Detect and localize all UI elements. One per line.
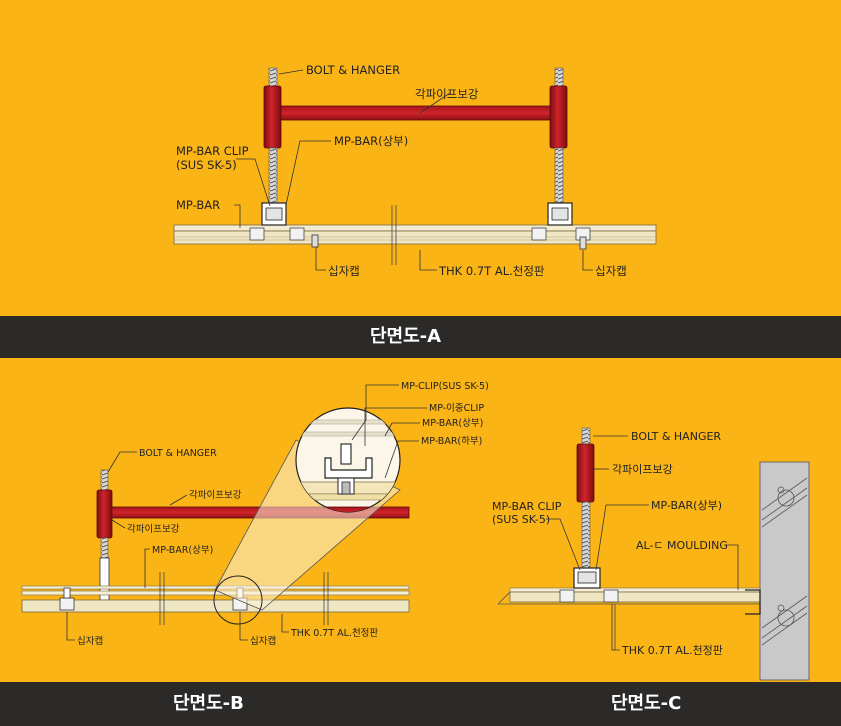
section-c-panel [509, 591, 761, 603]
section-b-label-pipe-top: 각파이프보강 [189, 489, 242, 501]
section-c-title: 단면도-C [611, 693, 682, 714]
section-a-label-bolt-hanger: BOLT & HANGER [306, 63, 400, 77]
section-a-label-panel: THK 0.7T AL.천정판 [438, 264, 545, 278]
section-c-label-bolt-hanger: BOLT & HANGER [631, 430, 721, 443]
section-c-label-panel: THK 0.7T AL.천정판 [621, 643, 723, 657]
section-c-wall [759, 461, 810, 681]
section-b-label-panel: THK 0.7T AL.천정판 [290, 628, 378, 639]
section-bc-title-band: 단면도-B 단면도-C [0, 682, 841, 726]
section-a-hanger-left [249, 67, 305, 241]
section-c-label-mpbar-upper: MP-BAR(상부) [651, 499, 722, 512]
section-b-label-mpbar-lower-detail: MP-BAR(하부) [421, 435, 482, 447]
section-a-pipe [280, 105, 551, 121]
section-a-title-band: 단면도-A [0, 316, 841, 358]
section-b-title: 단면도-B [173, 693, 244, 714]
section-a-label-clip: MP-BAR CLIP [176, 144, 249, 158]
section-c-label-clip: MP-BAR CLIP [492, 500, 562, 513]
section-a-label-cross-cap-left: 십자캡 [328, 264, 360, 278]
section-b-label-cross-cap-left: 십자캡 [77, 635, 103, 647]
section-b-label-bolt-hanger: BOLT & HANGER [139, 448, 217, 459]
section-b-label-mp-double-clip: MP-이중CLIP [429, 403, 484, 414]
section-c-label-pipe: 각파이프보강 [612, 463, 673, 476]
section-a-hanger-right [531, 67, 591, 241]
section-c-label-clip-spec: (SUS SK-5) [492, 513, 550, 526]
section-a-drawing: BOLT & HANGER 각파이프보강 MP-BAR CLIP (SUS SK… [173, 63, 657, 278]
section-c-label-moulding: AL-ㄷ MOULDING [636, 539, 728, 552]
section-b-panel [21, 599, 410, 613]
section-b-drawing: MP-CLIP(SUS SK-5) MP-이중CLIP MP-BAR(상부) M… [21, 381, 489, 647]
section-a-label-mpbar-upper: MP-BAR(상부) [334, 134, 408, 148]
section-b-label-cross-cap-right: 십자캡 [250, 635, 276, 647]
section-b-label-mpbar-upper: MP-BAR(상부) [152, 545, 213, 556]
section-a-label-clip-spec: (SUS SK-5) [176, 158, 237, 172]
section-a-title: 단면도-A [370, 326, 442, 347]
section-b-label-pipe-side: 각파이프보강 [127, 523, 180, 535]
section-a-label-pipe: 각파이프보강 [415, 87, 479, 101]
section-a-label-cross-cap-right: 십자캡 [595, 264, 627, 278]
section-b-label-mp-clip: MP-CLIP(SUS SK-5) [401, 381, 489, 392]
section-a-label-mpbar: MP-BAR [176, 198, 220, 212]
section-b-label-mpbar-upper-detail: MP-BAR(상부) [422, 418, 483, 429]
section-c-drawing: BOLT & HANGER 각파이프보강 MP-BAR CLIP (SUS SK… [492, 427, 810, 681]
